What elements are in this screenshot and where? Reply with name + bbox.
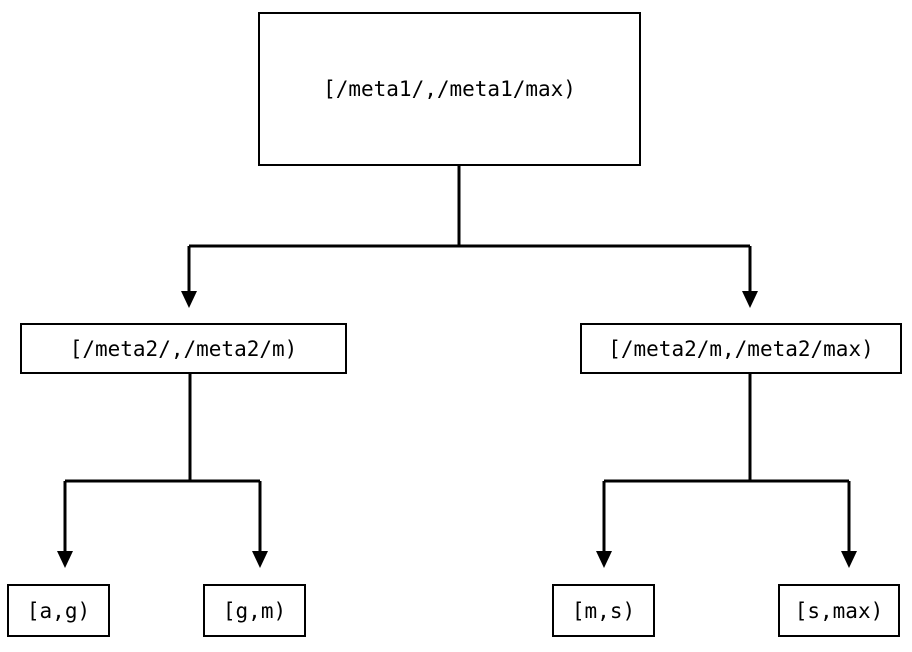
tree-node-leaf-1[interactable]: [a,g) — [7, 584, 110, 637]
arrowhead-icon-mid-right — [742, 291, 758, 308]
tree-node-mid-left[interactable]: [/meta2/,/meta2/m) — [20, 323, 347, 374]
tree-node-leaf-2[interactable]: [g,m) — [203, 584, 306, 637]
tree-node-mid-right[interactable]: [/meta2/m,/meta2/max) — [580, 323, 902, 374]
arrowhead-icon-leaf-1 — [57, 551, 73, 568]
arrowhead-icon-mid-left — [181, 291, 197, 308]
tree-node-leaf-3-label: [m,s) — [571, 598, 636, 623]
arrowhead-icon-leaf-3 — [596, 551, 612, 568]
tree-node-leaf-2-label: [g,m) — [222, 598, 287, 623]
tree-node-mid-right-label: [/meta2/m,/meta2/max) — [608, 336, 874, 361]
arrowhead-icon-leaf-2 — [252, 551, 268, 568]
tree-node-leaf-3[interactable]: [m,s) — [552, 584, 655, 637]
tree-node-root-label: [/meta1/,/meta1/max) — [323, 77, 576, 101]
tree-node-leaf-1-label: [a,g) — [26, 598, 91, 623]
tree-node-root[interactable]: [/meta1/,/meta1/max) — [258, 12, 641, 166]
arrowhead-icon-leaf-4 — [841, 551, 857, 568]
tree-node-leaf-4[interactable]: [s,max) — [778, 584, 900, 637]
tree-node-mid-left-label: [/meta2/,/meta2/m) — [69, 336, 298, 361]
tree-node-leaf-4-label: [s,max) — [794, 598, 884, 623]
